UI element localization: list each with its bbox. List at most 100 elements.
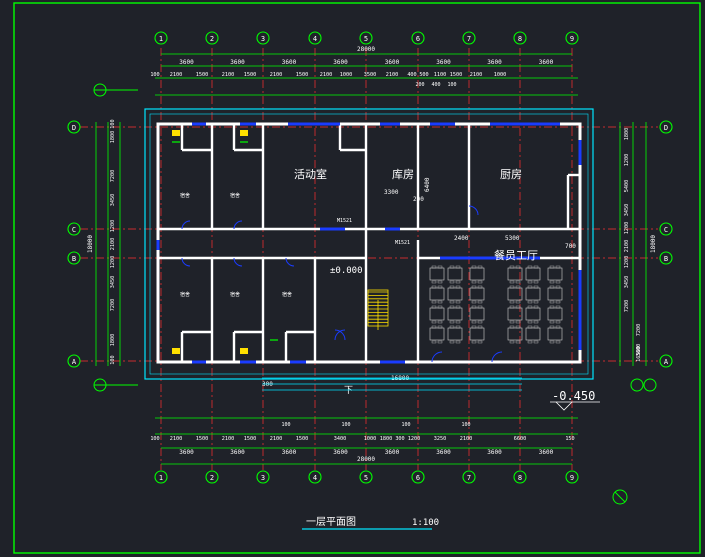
dining-table [547, 307, 563, 321]
dining-chair [431, 320, 437, 324]
dining-chair [515, 320, 521, 324]
dining-chair [515, 285, 521, 289]
bottom-span-dim: 3600 [539, 449, 554, 456]
dining-table [525, 267, 541, 281]
left-detail-dim: 7200 [110, 170, 116, 183]
grid-number-9: 9 [570, 474, 574, 482]
dining-chair [431, 325, 437, 329]
dorm-label-5: 宿舍 [282, 291, 292, 298]
dining-chair [455, 325, 461, 329]
room-staff-hall-label: 餐员工厅 [494, 248, 538, 262]
grid-number-9: 9 [570, 35, 574, 43]
dining-tables [429, 265, 563, 344]
bottom-detail-dim: 3250 [434, 436, 447, 442]
top-span-dim: 3600 [230, 59, 245, 66]
dining-chair [449, 305, 455, 309]
dining-table [547, 287, 563, 301]
bottom-span-dim: 3600 [282, 449, 297, 456]
left-detail-dim: 2100 [110, 238, 116, 251]
dining-chair [449, 300, 455, 304]
top-span-dim: 3600 [385, 59, 400, 66]
dining-chair [471, 300, 477, 304]
bottom-span-dim: 3600 [179, 449, 194, 456]
grid-bubble-9 [565, 470, 579, 484]
bottom-detail-dim: 1500 [296, 436, 309, 442]
grid-bubble-8 [513, 470, 527, 484]
top-span-dim: 3600 [539, 59, 554, 66]
dining-table [525, 287, 541, 301]
dining-chair [455, 300, 461, 304]
top-detail-dim: 1000 [340, 72, 353, 78]
dining-table [429, 267, 445, 281]
grid-bubble-1 [154, 470, 168, 484]
dining-chair [509, 280, 515, 284]
vertical-annotations: 6400 [424, 177, 431, 192]
dining-chair [515, 280, 521, 284]
dorm-label-2: 宿舍 [230, 192, 240, 199]
left-total-dim: 18000 [87, 235, 94, 253]
dining-chair [449, 285, 455, 289]
dining-chair [527, 300, 533, 304]
dining-chair [431, 305, 437, 309]
dim-300: 300 [262, 381, 273, 388]
bottom-detail-dim: 1200 [408, 436, 421, 442]
right-detail-dim: 1200 [624, 154, 630, 167]
right-detail-dim: 16500 [636, 346, 642, 362]
grid-bubble-B [67, 251, 81, 265]
dining-chair [527, 320, 533, 324]
top-total-dim: 28000 [357, 46, 375, 53]
right-detail-dim: 3600 [636, 344, 642, 357]
dining-table [507, 267, 523, 281]
dining-chair [515, 305, 521, 309]
dining-chair [549, 300, 555, 304]
grid-bubble-5 [359, 470, 373, 484]
dining-chair [527, 340, 533, 344]
drawing-title-block: 一层平面图 1:100 [302, 516, 439, 530]
dining-chair [477, 285, 483, 289]
dining-chair [431, 280, 437, 284]
bottom-total-dim: 28000 [357, 456, 375, 463]
room-warehouse-label: 库房 [392, 168, 414, 181]
dining-chair [549, 305, 555, 309]
grid-bubble-8 [513, 31, 527, 45]
grid-bubble-2 [205, 470, 219, 484]
dining-chair [533, 265, 539, 269]
drawing-border [13, 2, 701, 554]
bottom-span-dim: 3600 [436, 449, 451, 456]
grid-number-8: 8 [518, 35, 522, 43]
dining-chair [431, 340, 437, 344]
grid-number-1: 1 [159, 35, 163, 43]
dining-chair [437, 320, 443, 324]
drawing-scale: 1:100 [412, 518, 439, 528]
left-detail-dim: 7200 [110, 299, 116, 312]
bottom-small-dim: 100 [461, 422, 470, 428]
grid-bubble-2 [205, 31, 219, 45]
dining-chair [549, 280, 555, 284]
dining-chair [509, 305, 515, 309]
dining-chair [449, 265, 455, 269]
left-detail-dim: 100 [110, 355, 116, 364]
dining-chair [515, 325, 521, 329]
top-detail-dim: 1500 [244, 72, 257, 78]
dining-chair [477, 340, 483, 344]
dim-16800: 16800 [391, 375, 409, 382]
dining-chair [555, 265, 561, 269]
dining-chair [509, 265, 515, 269]
dining-chair [533, 280, 539, 284]
dining-chair [471, 285, 477, 289]
bottom-detail-dim: 150 [565, 436, 574, 442]
grid-number-3: 3 [261, 35, 265, 43]
grid-bubble-B [659, 251, 673, 265]
bottom-small-dim: 100 [281, 422, 290, 428]
dining-chair [431, 285, 437, 289]
top-small-dim: 400 [431, 82, 440, 88]
left-detail-dim: 100 [110, 119, 116, 128]
bottom-dimension-lines [155, 417, 578, 465]
dining-table [469, 267, 485, 281]
dining-chair [533, 300, 539, 304]
dining-table [469, 287, 485, 301]
dining-table [447, 327, 463, 341]
dining-chair [527, 305, 533, 309]
